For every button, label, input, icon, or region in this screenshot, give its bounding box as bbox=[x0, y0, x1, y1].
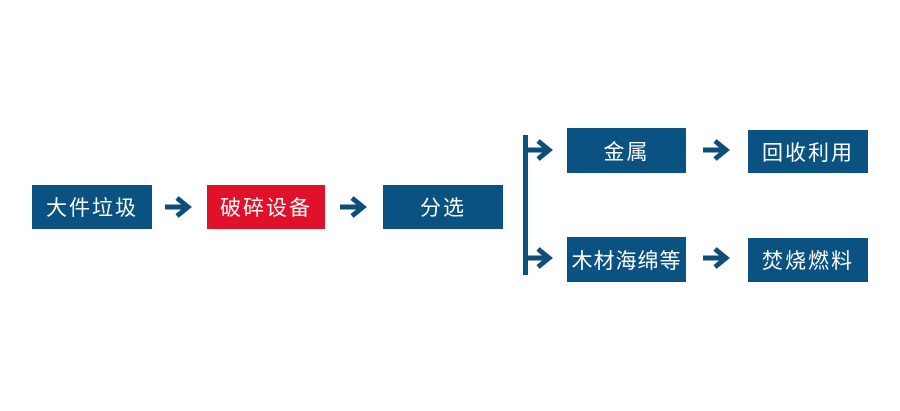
arrow-right-icon bbox=[340, 196, 367, 218]
flow-node-bulky-waste: 大件垃圾 bbox=[32, 185, 152, 229]
flow-node-sorting: 分选 bbox=[383, 185, 503, 229]
flow-node-wood-sponge-etc: 木材海绵等 bbox=[567, 237, 686, 282]
flow-node-recycling: 回收利用 bbox=[748, 130, 868, 173]
arrow-right-icon bbox=[703, 247, 730, 269]
arrow-right-icon bbox=[526, 139, 553, 161]
arrow-right-icon bbox=[165, 196, 192, 218]
flow-node-crushing-equipment: 破碎设备 bbox=[207, 185, 325, 229]
arrow-right-icon bbox=[526, 247, 553, 269]
branch-connector-line bbox=[523, 135, 528, 275]
arrow-right-icon bbox=[703, 139, 730, 161]
flow-node-metal: 金属 bbox=[567, 128, 686, 173]
flow-node-incineration-fuel: 焚烧燃料 bbox=[748, 238, 868, 282]
